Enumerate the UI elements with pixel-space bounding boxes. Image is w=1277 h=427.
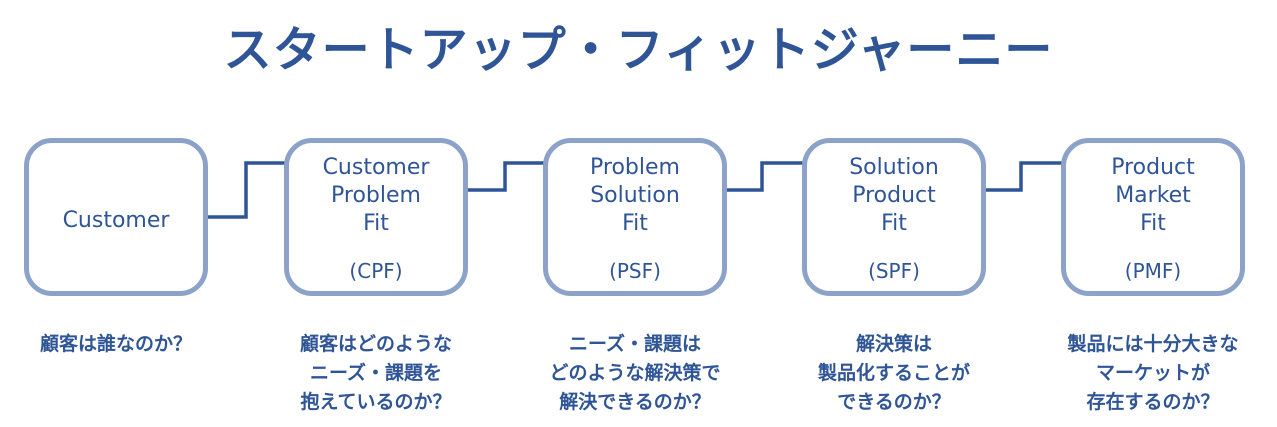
question-line: どのような解決策で xyxy=(549,362,721,384)
stage-label: Problem Solution Fit xyxy=(548,154,722,238)
question-line: 製品化することが xyxy=(817,362,970,384)
question-line: マーケットが xyxy=(1095,362,1210,384)
question-line: 顧客はどのような xyxy=(299,333,452,355)
stage-label-line: Product xyxy=(1111,155,1195,180)
stage-question-psf: ニーズ・課題は どのような解決策で 解決できるのか？ xyxy=(515,330,755,417)
stage-label-line: Fit xyxy=(1140,211,1166,236)
stage-abbreviation: (PSF) xyxy=(609,259,661,283)
stage-label-line: Solution xyxy=(590,183,680,208)
stage-label-line: Fit xyxy=(363,211,389,236)
question-line: 顧客は誰なのか？ xyxy=(39,333,192,355)
arrow-3 xyxy=(700,158,824,192)
question-line: 存在するのか？ xyxy=(1086,391,1220,413)
stage-label-line: Problem xyxy=(331,183,421,208)
stage-abbreviation: (CPF) xyxy=(349,259,403,283)
stage-label-line: Solution xyxy=(849,155,939,180)
question-line: 解決できるのか？ xyxy=(559,391,711,413)
question-line: できるのか？ xyxy=(837,391,951,413)
arrow-4 xyxy=(959,158,1083,192)
stage-box-psf: Problem Solution Fit (PSF) xyxy=(543,138,727,296)
stage-label: Customer xyxy=(29,207,203,235)
arrow-1 xyxy=(186,158,308,219)
stage-label-line: Market xyxy=(1115,183,1191,208)
stage-abbreviation: (SPF) xyxy=(868,259,920,283)
stage-label-line: Fit xyxy=(622,211,648,236)
stage-label-line: Product xyxy=(852,183,936,208)
stage-question-customer: 顧客は誰なのか？ xyxy=(0,330,236,359)
stage-label-line: Problem xyxy=(590,155,680,180)
arrow-2 xyxy=(443,158,567,192)
stage-box-pmf: Product Market Fit (PMF) xyxy=(1061,138,1245,296)
stage-box-cpf: Customer Problem Fit (CPF) xyxy=(284,138,468,296)
question-line: ニーズ・課題は xyxy=(568,333,702,355)
stage-question-pmf: 製品には十分大きな マーケットが 存在するのか？ xyxy=(1033,330,1273,417)
stage-label-line: Customer xyxy=(62,208,170,233)
stage-label-line: Customer xyxy=(322,155,430,180)
stage-question-cpf: 顧客はどのような ニーズ・課題を 抱えているのか？ xyxy=(256,330,496,417)
stage-abbreviation: (PMF) xyxy=(1124,259,1182,283)
stage-label: Product Market Fit xyxy=(1066,154,1240,238)
stage-label-line: Fit xyxy=(881,211,907,236)
question-line: ニーズ・課題を xyxy=(309,362,443,384)
stage-question-spf: 解決策は 製品化することが できるのか？ xyxy=(774,330,1014,417)
question-line: 製品には十分大きな xyxy=(1067,333,1239,355)
question-line: 解決策は xyxy=(855,333,932,355)
stage-box-customer: Customer xyxy=(24,138,208,296)
diagram-title: スタートアップ・フィットジャーニー xyxy=(223,22,1054,78)
stage-box-spf: Solution Product Fit (SPF) xyxy=(802,138,986,296)
stage-label: Solution Product Fit xyxy=(807,154,981,238)
stage-label: Customer Problem Fit xyxy=(289,154,463,238)
question-line: 抱えているのか？ xyxy=(300,391,452,413)
